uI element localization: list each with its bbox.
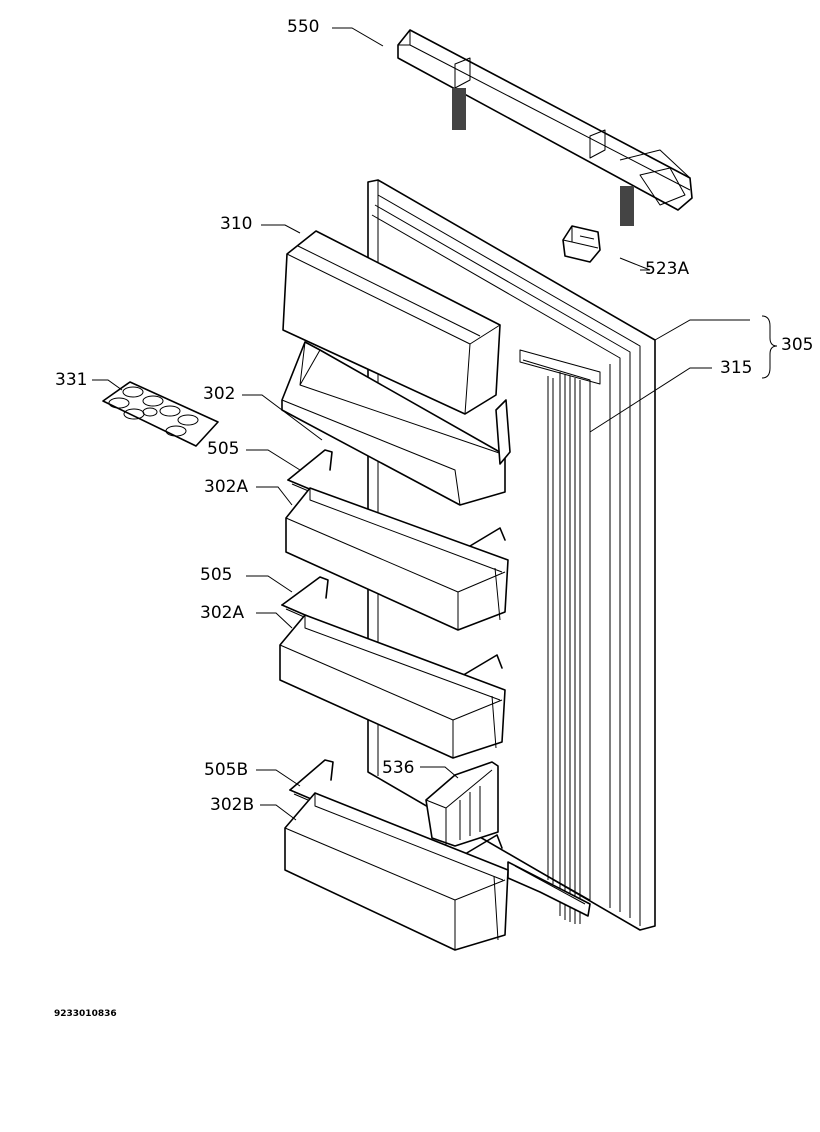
label-505-first: 505 [207, 439, 240, 459]
label-302a-second: 302A [200, 603, 245, 623]
leader-lines [92, 27, 778, 821]
label-302a-first: 302A [204, 477, 249, 497]
label-305: 305 [781, 335, 814, 355]
part-302a-shelf-2 [279, 614, 506, 759]
drawing-code: 9233010836 [54, 1009, 117, 1019]
part-331-egg-tray [102, 381, 219, 447]
part-302b-shelf [284, 792, 509, 951]
label-536: 536 [382, 758, 415, 778]
label-505-second: 505 [200, 565, 233, 585]
label-331: 331 [55, 370, 88, 390]
part-302a-shelf-1 [285, 487, 509, 631]
part-302-dairy-shelf [281, 341, 511, 506]
part-536-bottle-clip [425, 761, 499, 847]
part-550-top-bar [397, 29, 693, 226]
label-550: 550 [287, 17, 320, 37]
part-310-dairy-lid [282, 230, 501, 415]
part-523a-hinge-block [562, 225, 601, 263]
label-315: 315 [720, 358, 753, 378]
label-302: 302 [203, 384, 236, 404]
label-302b: 302B [210, 795, 255, 815]
label-310: 310 [220, 214, 253, 234]
part-315-gasket [507, 349, 601, 924]
label-523a: 523A [645, 259, 690, 279]
label-505b: 505B [204, 760, 249, 780]
